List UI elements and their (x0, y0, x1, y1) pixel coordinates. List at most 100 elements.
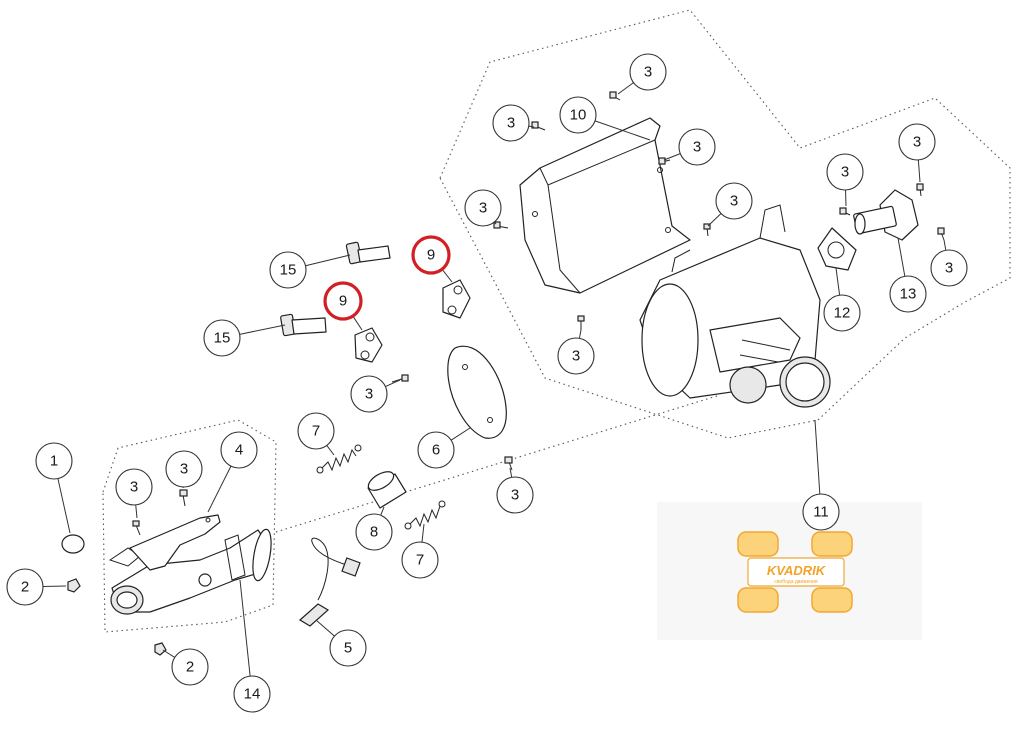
callout-circle (889, 275, 927, 313)
watermark-tagline: свобода движения (774, 579, 818, 585)
callout-circle (171, 648, 209, 686)
callout-3: 3 (165, 450, 203, 488)
callout-4: 4 (220, 431, 258, 469)
callout-number: 15 (214, 330, 231, 347)
callout-6: 6 (417, 431, 455, 469)
callout-10: 10 (559, 96, 597, 134)
leader-line (509, 467, 513, 478)
callout-number: 2 (21, 579, 29, 596)
callout-circle (297, 412, 335, 450)
callout-number: 3 (479, 200, 487, 217)
callout-3: 3 (930, 249, 968, 287)
callout-number: 5 (344, 640, 352, 657)
callout-number: 3 (180, 461, 188, 478)
callout-circle (165, 450, 203, 488)
callout-circle (329, 629, 367, 667)
leader-line (380, 506, 385, 516)
callout-circle (557, 337, 595, 375)
callout-3: 3 (492, 104, 530, 142)
callout-circle (355, 513, 393, 551)
rubber-mount-part (354, 327, 383, 363)
callout-3: 3 (496, 476, 534, 514)
leader-line (578, 329, 582, 339)
callout-circle (823, 294, 861, 332)
callout-circle (350, 375, 388, 413)
callout-5: 5 (329, 629, 367, 667)
callout-number: 3 (913, 134, 921, 151)
callout-circle (6, 568, 44, 606)
callout-2: 2 (6, 568, 44, 606)
cover-plate-part (447, 345, 507, 439)
callout-circle (417, 431, 455, 469)
leader-line (239, 579, 251, 677)
callout-number: 7 (416, 552, 424, 569)
leader-line (450, 427, 471, 441)
leader-line (441, 268, 453, 283)
callout-number: 10 (570, 107, 587, 124)
callout-1: 1 (35, 442, 73, 480)
leader-line (239, 324, 286, 335)
watermark-brand: KVADRIK (767, 563, 827, 578)
callout-number: 13 (900, 286, 917, 303)
callout-14: 14 (233, 675, 271, 713)
muffler-part (639, 204, 831, 408)
leader-line (385, 379, 401, 388)
header-pipe-part (108, 528, 272, 615)
headpipe-group-outline (102, 419, 277, 633)
callout-15: 15 (269, 251, 307, 289)
callout-8: 8 (355, 513, 393, 551)
leader-line (326, 445, 335, 456)
rubber-mount-part (442, 279, 471, 319)
callout-circle (715, 182, 753, 220)
callout-circle (898, 123, 936, 161)
callout-circle (496, 476, 534, 514)
callout-circle (629, 53, 667, 91)
callout-number: 1 (50, 453, 58, 470)
callout-number: 11 (813, 504, 829, 521)
callout-3: 3 (115, 468, 153, 506)
callout-11: 11 (802, 493, 840, 531)
leader-line (528, 125, 535, 128)
o-ring-part (61, 534, 85, 554)
leader-line (594, 120, 651, 141)
callout-3: 3 (557, 337, 595, 375)
callout-circle (930, 249, 968, 287)
callout-3: 3 (464, 189, 502, 227)
callout-number: 3 (365, 386, 373, 403)
long-bolt-part (345, 241, 391, 265)
callout-circle (464, 189, 502, 227)
heat-shield-part (519, 117, 691, 294)
nut-part (154, 642, 167, 656)
callout-3: 3 (898, 123, 936, 161)
callout-number: 2 (186, 659, 194, 676)
callout-number: 3 (572, 348, 580, 365)
callout-circle (492, 104, 530, 142)
gasket-part (817, 227, 857, 271)
long-bolt-part (280, 313, 327, 337)
callout-number: 9 (427, 247, 435, 264)
callout-number: 3 (693, 139, 701, 156)
callout-number: 3 (841, 164, 849, 181)
leader-line (814, 419, 821, 495)
callout-circle (203, 319, 241, 357)
callout-number: 3 (730, 193, 738, 210)
callout-circle (826, 153, 864, 191)
callout-number: 9 (339, 293, 347, 310)
leader-line (897, 237, 906, 277)
o2-sensor-part (298, 537, 361, 627)
callout-number: 15 (280, 262, 297, 279)
leader-line (162, 649, 176, 658)
leader-line (135, 504, 138, 519)
leader-line (315, 619, 335, 637)
leader-line (207, 465, 232, 513)
leader-line (352, 315, 363, 331)
callout-circle (269, 251, 307, 289)
small-bolts (132, 91, 945, 536)
callout-circle (559, 96, 597, 134)
leader-line (305, 254, 351, 267)
kvadrik-watermark: KVADRIK свобода движения (657, 502, 922, 640)
sleeve-part (367, 471, 407, 509)
spring-part (316, 444, 362, 474)
leader-line (707, 213, 722, 227)
